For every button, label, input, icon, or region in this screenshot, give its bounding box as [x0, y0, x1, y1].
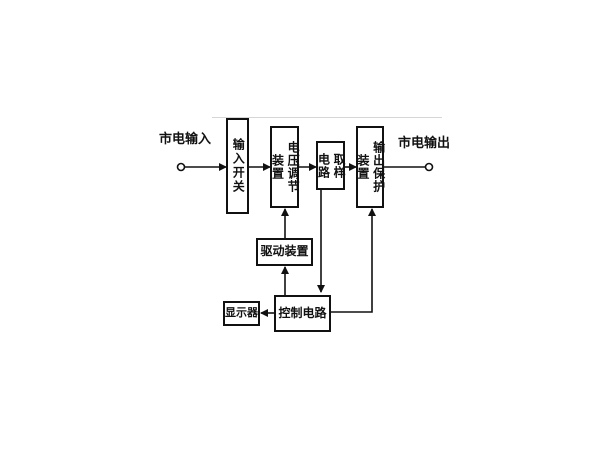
display-label: 显示器	[225, 306, 258, 320]
voltage-regulator-block: 电压调节装置	[270, 126, 301, 208]
drive-unit-label: 驱动装置	[260, 244, 309, 259]
input-switch-label: 输入开关	[231, 138, 246, 194]
mains-input-label: 市电输入	[159, 132, 212, 147]
output-terminal	[424, 162, 434, 172]
control-circuit-label: 控制电路	[278, 305, 327, 320]
input-switch-block: 输入开关	[226, 118, 249, 214]
top-divider-line	[212, 117, 442, 118]
output-protection-block: 输出保护装置	[356, 126, 386, 208]
output-protection-label: 输出保护装置	[356, 141, 386, 193]
control-circuit-block: 控制电路	[274, 295, 331, 332]
sampling-circuit-block: 取样电路	[316, 141, 347, 190]
drive-unit-block: 驱动装置	[256, 238, 313, 266]
mains-output-label: 市电输出	[398, 136, 451, 151]
display-block: 显示器	[223, 301, 260, 326]
voltage-regulator-label: 电压调节装置	[270, 141, 301, 193]
sampling-circuit-label: 取样电路	[316, 152, 347, 179]
wire-control-to-protection	[331, 208, 376, 313]
input-terminal	[176, 162, 186, 172]
